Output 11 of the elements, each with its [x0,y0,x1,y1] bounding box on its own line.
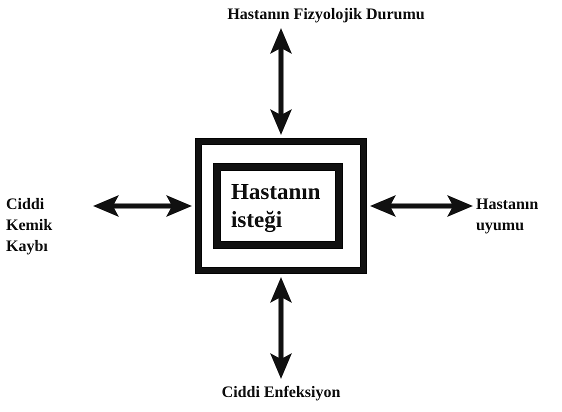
node-label: Hastanın Fizyolojik Durumu [185,4,467,25]
double-headed-arrow [270,28,292,135]
node-label: Ciddi Enfeksiyon [195,382,367,403]
outer-frame [195,138,367,274]
double-headed-arrow [370,195,473,217]
inner-box [213,163,343,249]
node-label: Ciddi Kemik Kaybı [6,194,90,257]
box-label: Hastanın isteği [231,178,322,234]
node-label: Hastanın uyumu [476,194,562,236]
double-headed-arrow [93,195,192,217]
double-headed-arrow [270,277,292,379]
